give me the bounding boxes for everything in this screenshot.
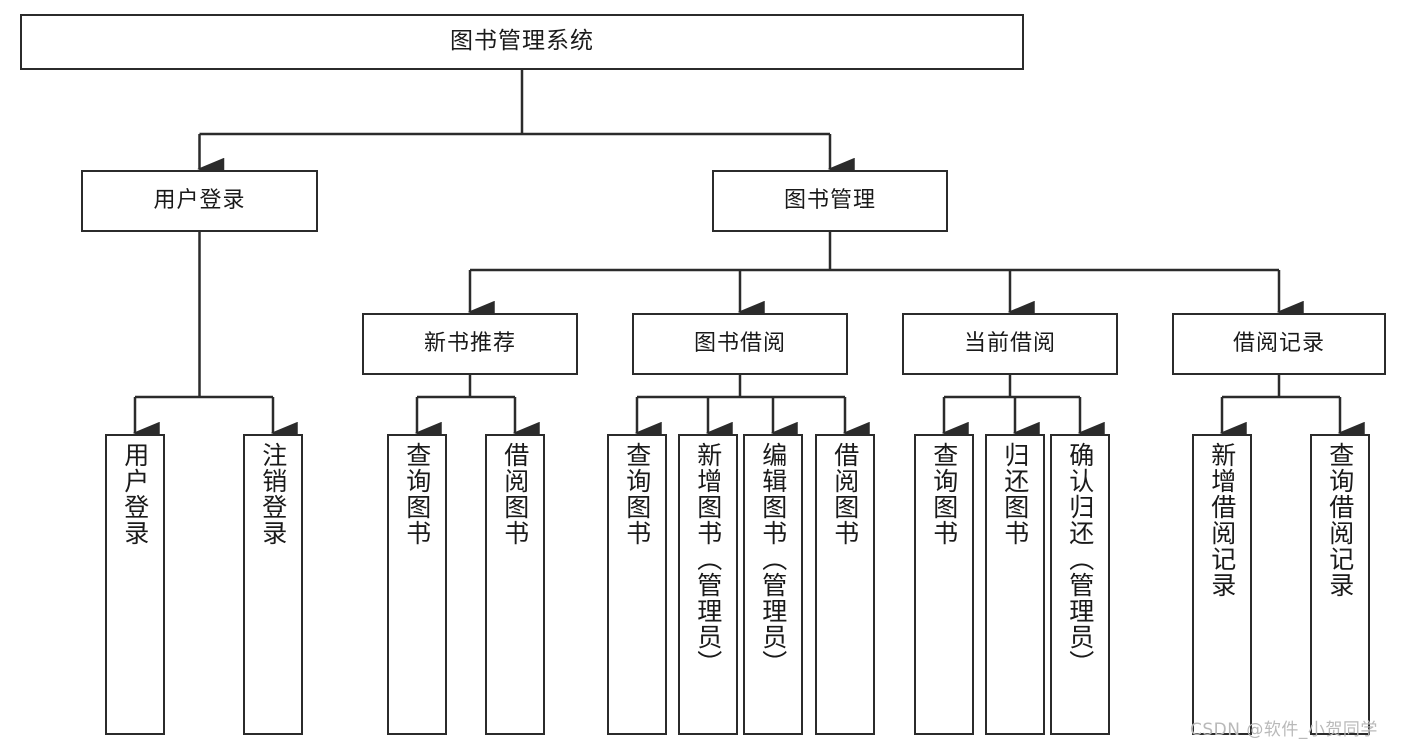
node-label: 借阅图书 [830, 442, 860, 546]
node-bb_query[interactable]: 查询图书 [607, 434, 667, 735]
node-cb_confirm[interactable]: 确认归还（管理员） [1050, 434, 1110, 735]
node-user_login[interactable]: 用户登录 [81, 170, 318, 232]
node-label: 查询图书 [929, 442, 959, 546]
node-label: 借阅记录 [1232, 331, 1325, 357]
node-book_borrow[interactable]: 图书借阅 [632, 313, 848, 375]
node-label: 借阅图书 [500, 442, 530, 546]
node-br_query[interactable]: 查询借阅记录 [1310, 434, 1370, 735]
node-cur_borrow[interactable]: 当前借阅 [902, 313, 1118, 375]
node-label: 新增图书（管理员） [693, 442, 723, 676]
node-cb_return[interactable]: 归还图书 [985, 434, 1045, 735]
node-label: 新增借阅记录 [1207, 442, 1237, 598]
node-label: 编辑图书（管理员） [758, 442, 788, 676]
node-cb_query[interactable]: 查询图书 [914, 434, 974, 735]
node-bb_edit[interactable]: 编辑图书（管理员） [743, 434, 803, 735]
node-new_book_rec[interactable]: 新书推荐 [362, 313, 578, 375]
node-bb_add[interactable]: 新增图书（管理员） [678, 434, 738, 735]
node-label: 当前借阅 [963, 331, 1056, 357]
node-label: 查询图书 [402, 442, 432, 546]
csdn-watermark: CSDN @软件_小贺同学 [1190, 720, 1378, 740]
node-label: 用户登录 [120, 442, 150, 546]
node-book_manage[interactable]: 图书管理 [712, 170, 948, 232]
node-br_add[interactable]: 新增借阅记录 [1192, 434, 1252, 735]
node-label: 新书推荐 [423, 331, 516, 357]
node-bb_borrow[interactable]: 借阅图书 [815, 434, 875, 735]
node-label: 查询借阅记录 [1325, 442, 1355, 598]
node-root[interactable]: 图书管理系统 [20, 14, 1024, 70]
node-label: 注销登录 [258, 442, 288, 546]
node-leaf_login[interactable]: 用户登录 [105, 434, 165, 735]
node-borrow_rec[interactable]: 借阅记录 [1172, 313, 1386, 375]
node-label: 图书管理 [783, 188, 876, 214]
node-label: 归还图书 [1000, 442, 1030, 546]
node-label: 确认归还（管理员） [1065, 442, 1095, 676]
node-rec_query[interactable]: 查询图书 [387, 434, 447, 735]
node-label: 查询图书 [622, 442, 652, 546]
node-label: 图书借阅 [693, 331, 786, 357]
node-rec_borrow[interactable]: 借阅图书 [485, 434, 545, 735]
node-leaf_logout[interactable]: 注销登录 [243, 434, 303, 735]
node-label: 图书管理系统 [450, 28, 594, 55]
node-label: 用户登录 [153, 188, 246, 214]
